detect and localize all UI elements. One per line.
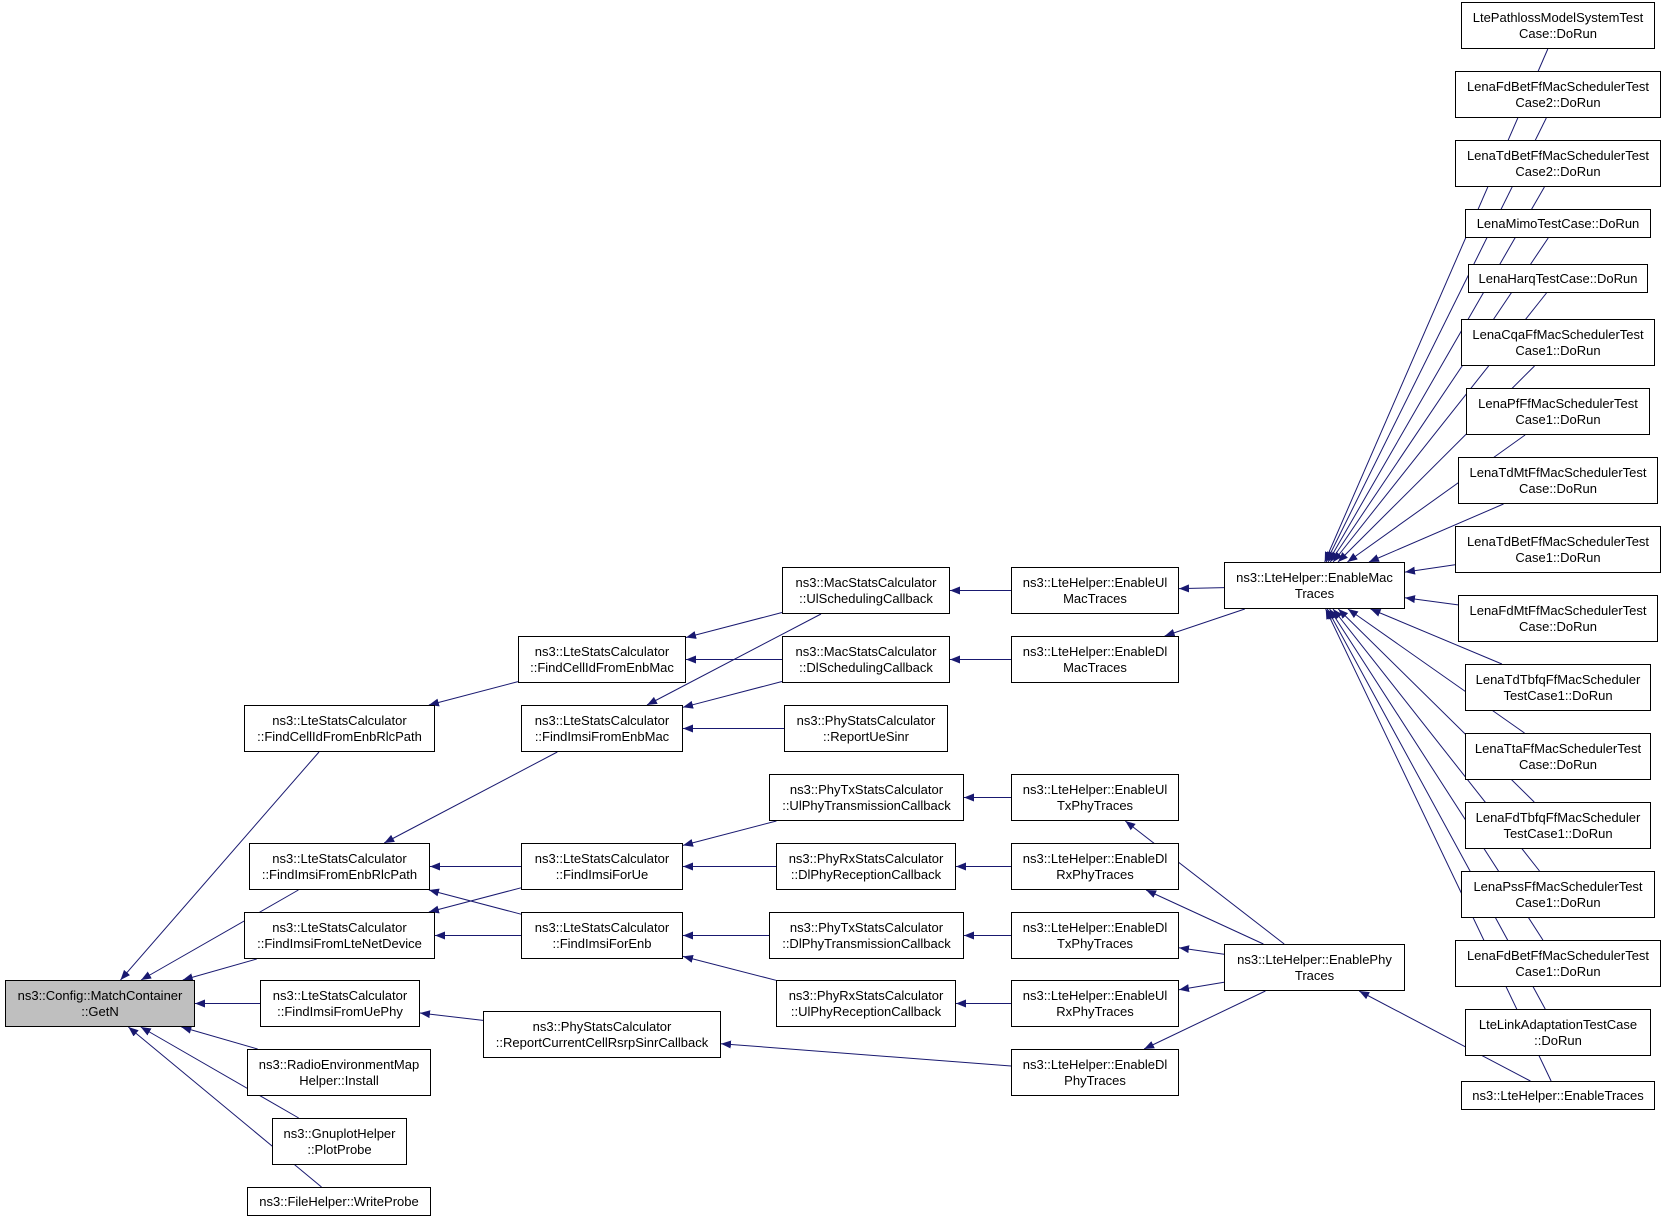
edge-findImsiForUe-to-findImsiFromLteNetDevice [428,887,522,914]
node-gnuplothelper-plotprobe[interactable]: ns3::GnuplotHelper::PlotProbe [272,1118,407,1165]
edge-enableMacTraces-to-enableDlMacTraces [1164,608,1245,637]
edge-dlSchedulingCallback-to-findImsiFromEnbMac [682,681,783,709]
node-findimsifromuephy[interactable]: ns3::LteStatsCalculator::FindImsiFromUeP… [260,980,420,1027]
node-findcellidfromenbrlcpath[interactable]: ns3::LteStatsCalculator::FindCellIdFromE… [244,705,435,752]
node-reportcurrentcellrsrpsinrcallback[interactable]: ns3::PhyStatsCalculator::ReportCurrentCe… [483,1011,721,1058]
edge-enablePhyTraces-to-enableUlTxPhyTraces [1124,820,1285,945]
node-findimsifromenbrlcpath[interactable]: ns3::LteStatsCalculator::FindImsiFromEnb… [249,843,430,890]
edge-t_tdmt-to-enableMacTraces [1368,503,1504,563]
node-findcellidfromenbmac[interactable]: ns3::LteStatsCalculator::FindCellIdFromE… [518,636,686,683]
node-ltehelper-enabletraces[interactable]: ns3::LteHelper::EnableTraces [1461,1081,1655,1110]
node-matchcontainer-getn: ns3::Config::MatchContainer::GetN [5,980,195,1027]
edge-t_fdmt-to-enableMacTraces [1404,595,1459,606]
edge-t_fdbet2-to-enableMacTraces [1325,117,1547,563]
node-findimsifromltenetdevice[interactable]: ns3::LteStatsCalculator::FindImsiFromLte… [244,912,435,959]
node-lenamimotestcase-dorun[interactable]: LenaMimoTestCase::DoRun [1465,209,1651,238]
node-ltelinkadaptationtestcase-dorun[interactable]: LteLinkAdaptationTestCase::DoRun [1465,1009,1651,1056]
node-ulschedulingcallback[interactable]: ns3::MacStatsCalculator::UlSchedulingCal… [782,567,950,614]
edge-enablePhyTraces-to-enableDlPhyTraces [1143,990,1266,1050]
edge-enablePhyTraces-to-enableUlRxPhyTraces [1178,981,1225,993]
edge-t_pf-to-enableMacTraces [1347,434,1526,563]
edge-findImsiFromEnbMac-to-findImsiFromEnbRlcPath [383,751,558,844]
edge-enableTraces-to-enablePhyTraces [1358,990,1531,1082]
node-findimsiforue[interactable]: ns3::LteStatsCalculator::FindImsiForUe [521,843,683,890]
node-filehelper-writeprobe[interactable]: ns3::FileHelper::WriteProbe [247,1187,431,1216]
edge-t_tdtbfq-to-enableMacTraces [1370,608,1503,665]
node-findimsiforenb[interactable]: ns3::LteStatsCalculator::FindImsiForEnb [521,912,683,959]
edge-t_tdbet2-to-enableMacTraces [1327,186,1545,563]
node-lenaharqtestcase-dorun[interactable]: LenaHarqTestCase::DoRun [1468,264,1648,293]
node-findimsifromenbmac[interactable]: ns3::LteStatsCalculator::FindImsiFromEnb… [521,705,683,752]
edge-ulPhyTransmission-to-findImsiForUe [682,820,777,847]
edge-t_tta-to-enableMacTraces [1347,608,1525,734]
edge-enablePhyTraces-to-enableDlTxPhyTraces [1178,945,1225,955]
node-dlschedulingcallback[interactable]: ns3::MacStatsCalculator::DlSchedulingCal… [782,636,950,683]
node-dlphytransmissioncallback[interactable]: ns3::PhyTxStatsCalculator::DlPhyTransmis… [769,912,964,959]
edge-enableDlPhyTraces-to-reportCurrentCellRsrpSinr [720,1040,1012,1067]
edge-findImsiForEnb-to-findImsiFromEnbRlcPath [428,888,522,915]
edge-t_pathloss-to-enableMacTraces [1324,48,1549,563]
edge-enableTraces-to-enableMacTraces [1325,608,1552,1082]
edge-ulSchedulingCallback-to-findImsiFromEnbMac [646,613,822,706]
edge-enableMacTraces-to-enableUlMacTraces [1178,584,1225,593]
edge-findCellIdFromEnbMac-to-findCellIdFromEnbRlcPath [428,681,519,707]
node-ulphyreceptioncallback[interactable]: ns3::PhyRxStatsCalculator::UlPhyReceptio… [776,980,956,1027]
edge-t_tdbet1-to-enableMacTraces [1404,564,1456,575]
node-ulphytransmissioncallback[interactable]: ns3::PhyTxStatsCalculator::UlPhyTransmis… [769,774,964,821]
edge-findImsiFromEnbRlcPath-to-root [140,889,299,981]
edge-gnuplotPlotProbe-to-root [140,1026,299,1119]
edge-enablePhyTraces-to-enableDlRxPhyTraces [1145,889,1264,945]
node-dlphyreceptioncallback[interactable]: ns3::PhyRxStatsCalculator::DlPhyReceptio… [776,843,956,890]
edge-reportCurrentCellRsrpSinr-to-findImsiFromUePhy [419,1010,484,1021]
edge-ulPhyReception-to-findImsiForEnb [682,955,777,981]
node-reportuesinr[interactable]: ns3::PhyStatsCalculator::ReportUeSinr [784,705,948,752]
edge-findCellIdFromEnbRlcPath-to-root [120,751,320,981]
edge-remHelperInstall-to-root [181,1025,258,1050]
edge-findImsiFromLteNetDevice-to-root [182,958,257,982]
edge-ulSchedulingCallback-to-findCellIdFromEnbMac [685,612,783,639]
